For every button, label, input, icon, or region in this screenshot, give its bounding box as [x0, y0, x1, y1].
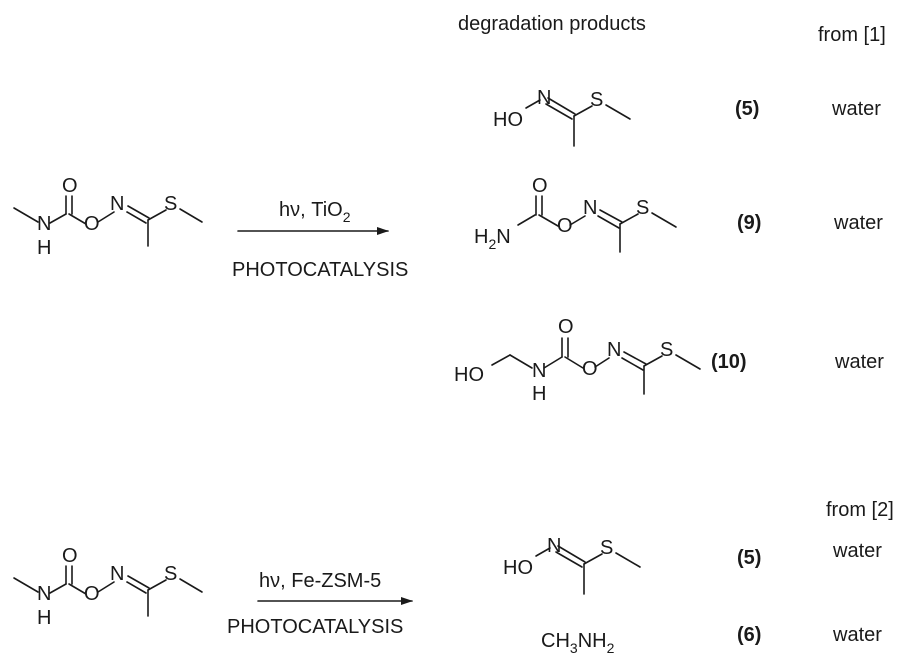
reactant-2-structure: O N H O N S	[13, 545, 203, 629]
product-10-number: (10)	[711, 351, 747, 373]
atom-o: O	[557, 215, 573, 237]
atom-s: S	[600, 537, 613, 559]
reaction-1-conditions: hν, TiO2 PHOTOCATALYSIS	[232, 199, 408, 281]
atom-s: S	[660, 339, 673, 361]
atom-s: S	[164, 193, 177, 215]
atom-h: H	[37, 607, 51, 629]
product-5b-medium: water	[832, 540, 882, 562]
atom-n: N	[583, 197, 597, 219]
product-6-formula: CH3NH2	[541, 630, 615, 656]
product-6-number: (6)	[737, 624, 761, 646]
atom-o: O	[582, 358, 598, 380]
atom-o: O	[84, 213, 100, 235]
atom-n: N	[110, 563, 124, 585]
atom-n: N	[110, 193, 124, 215]
product-5b-structure: HO N S	[503, 535, 641, 595]
atom-o: O	[62, 175, 78, 197]
atom-n: N	[607, 339, 621, 361]
atom-o: O	[532, 175, 548, 197]
atom-n: N	[547, 535, 561, 557]
atom-ho: HO	[503, 557, 533, 579]
source-2-label: from [2]	[826, 499, 894, 521]
atom-o: O	[62, 545, 78, 567]
atom-s: S	[636, 197, 649, 219]
reaction-2-conditions: hν, Fe-ZSM-5 PHOTOCATALYSIS	[227, 570, 413, 638]
atom-h: H	[37, 237, 51, 259]
atom-h: H	[532, 383, 546, 405]
atom-h2n: H2N	[474, 226, 511, 252]
atom-ho: HO	[493, 109, 523, 131]
conditions-2-bottom: PHOTOCATALYSIS	[227, 616, 403, 638]
atom-o: O	[84, 583, 100, 605]
atom-nh: N	[37, 213, 51, 235]
product-5b-number: (5)	[737, 547, 761, 569]
conditions-1-top: hν, TiO2	[279, 199, 351, 225]
atom-s: S	[590, 89, 603, 111]
atom-nh: N	[37, 583, 51, 605]
products-title: degradation products	[458, 13, 646, 35]
atom-n: N	[537, 87, 551, 109]
product-10-structure: HO O N H O N S	[454, 316, 701, 405]
product-9-structure: O H2N O N S	[474, 175, 677, 253]
atom-o: O	[558, 316, 574, 338]
product-9-number: (9)	[737, 212, 761, 234]
conditions-2-top: hν, Fe-ZSM-5	[259, 570, 381, 592]
product-10-medium: water	[834, 351, 884, 373]
product-5-medium: water	[831, 98, 881, 120]
product-6-medium: water	[832, 624, 882, 646]
atom-ho: HO	[454, 364, 484, 386]
product-5-structure: HO N S	[493, 87, 631, 147]
atom-s: S	[164, 563, 177, 585]
source-1-label: from [1]	[818, 24, 886, 46]
reactant-1-structure: O N H O N S	[13, 175, 203, 259]
product-5-number: (5)	[735, 98, 759, 120]
conditions-1-bottom: PHOTOCATALYSIS	[232, 259, 408, 281]
atom-nh: N	[532, 360, 546, 382]
product-9-medium: water	[833, 212, 883, 234]
